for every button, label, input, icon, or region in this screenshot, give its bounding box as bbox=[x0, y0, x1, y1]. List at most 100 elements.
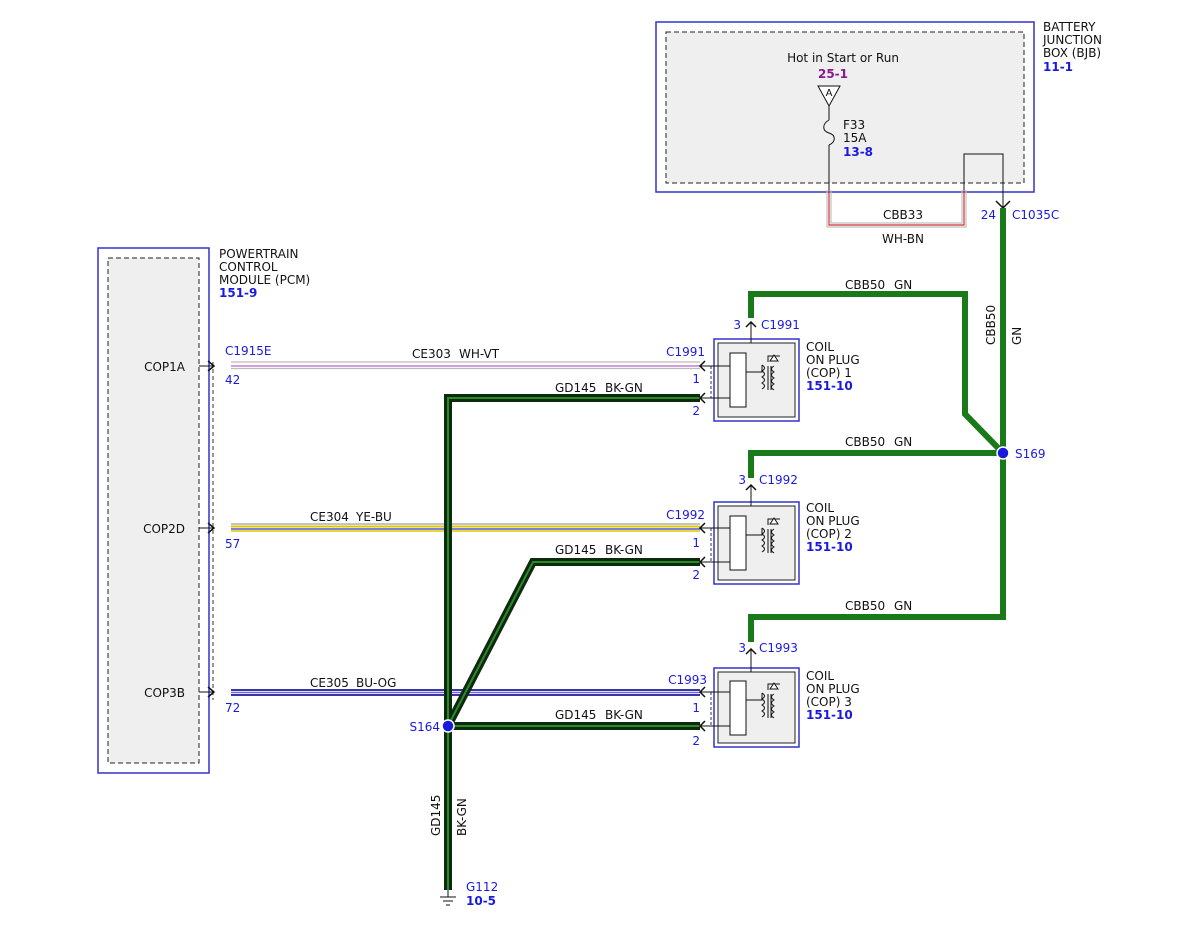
wire-cbb33: CBB33 WH-BN bbox=[826, 190, 967, 246]
cop2-name-line-2: ON PLUG bbox=[806, 514, 860, 528]
fuse-name: F33 bbox=[843, 118, 865, 132]
pcm-pin-number-1: 42 bbox=[225, 373, 240, 387]
bjb-name-line-2: JUNCTION bbox=[1042, 33, 1102, 47]
gd145-circuit-1: GD145 bbox=[555, 381, 596, 395]
cop2-connector-side: C1992 bbox=[666, 508, 705, 522]
bjb-internal-link bbox=[963, 153, 1004, 207]
cop2-pin-signal: 1 bbox=[692, 536, 700, 550]
pcm-pin-number-2: 57 bbox=[225, 537, 240, 551]
ground-g112: G112 10-5 bbox=[440, 880, 498, 908]
cop3-name-line-3: (COP) 3 bbox=[806, 695, 852, 709]
splice-s164-label: S164 bbox=[409, 720, 440, 734]
cbb50-color-vertical: GN bbox=[1010, 327, 1024, 345]
gd145-color-2: BK-GN bbox=[605, 543, 643, 557]
ce305-color: BU-OG bbox=[356, 676, 396, 690]
cop3-connector-top: C1993 bbox=[759, 641, 798, 655]
cbb50-circuit-vertical: CBB50 bbox=[984, 305, 998, 345]
cop1-name-line-2: ON PLUG bbox=[806, 353, 860, 367]
cop2-name-line-3: (COP) 2 bbox=[806, 527, 852, 541]
cop2-connector-top: C1992 bbox=[759, 473, 798, 487]
ground-name: G112 bbox=[466, 880, 498, 894]
gd145-circuit-3: GD145 bbox=[555, 708, 596, 722]
cop2-driver-icon bbox=[729, 515, 747, 571]
cop2-pin-power: 3 bbox=[738, 473, 746, 487]
cop3-pin-power: 3 bbox=[738, 641, 746, 655]
fuse-rating: 15A bbox=[843, 131, 867, 145]
cop1-driver-icon bbox=[729, 352, 747, 408]
ce303-color: WH-VT bbox=[459, 347, 500, 361]
gd145-circuit-2: GD145 bbox=[555, 543, 596, 557]
cop2-diode-icon bbox=[769, 517, 779, 525]
cbb50-color-3: GN bbox=[894, 599, 912, 613]
pcm-pin-arrow-icon-1 bbox=[199, 360, 216, 372]
pcm-pin-arrow-icon-2 bbox=[199, 522, 216, 534]
cop3-pin-signal: 1 bbox=[692, 701, 700, 715]
cop1-connector-top: C1991 bbox=[761, 318, 800, 332]
cop1-pin-signal: 1 bbox=[692, 372, 700, 386]
coil-on-plug-2: 3 C1992 C1992 1 2 COIL ON PLUG (COP) 2 1… bbox=[666, 473, 860, 585]
cop1-pin-ground: 2 bbox=[692, 404, 700, 418]
splice-s164-dot-icon bbox=[441, 719, 455, 733]
coil-on-plug-1: 3 C1991 C1991 1 2 COIL ON PLUG (COP) 1 1… bbox=[666, 318, 860, 422]
pcm-pin-label-3: COP3B bbox=[144, 686, 185, 700]
cop1-name-line-1: COIL bbox=[806, 340, 834, 354]
bjb-name-line-1: BATTERY bbox=[1043, 20, 1096, 34]
cop3-diode-icon bbox=[769, 682, 779, 690]
pcm-name-line-2: CONTROL bbox=[219, 260, 278, 274]
cbb33-color: WH-BN bbox=[882, 232, 924, 246]
ground-symbol-icon bbox=[440, 890, 456, 906]
pcm-inner bbox=[107, 257, 200, 764]
bjb-feed-tag: A bbox=[826, 88, 833, 99]
wire-ce303: CE303 WH-VT bbox=[231, 347, 700, 370]
bjb-pin: 24 bbox=[981, 208, 996, 222]
fuse-icon bbox=[823, 119, 835, 146]
cbb50-color-2: GN bbox=[894, 435, 912, 449]
pcm-pin-arrow-icon-3 bbox=[199, 686, 216, 698]
cop2-ref: 151-10 bbox=[806, 540, 853, 554]
wire-gd145: GD145 BK-GN GD145 BK-GN GD145 BK-GN GD14… bbox=[429, 381, 700, 890]
cbb33-circuit: CBB33 bbox=[883, 208, 923, 222]
cop2-pin-ground: 2 bbox=[692, 568, 700, 582]
pcm-ref: 151-9 bbox=[219, 286, 257, 300]
pcm-pin-label-1: COP1A bbox=[144, 360, 186, 374]
cop3-ref: 151-10 bbox=[806, 708, 853, 722]
fuse-ref: 13-8 bbox=[843, 145, 873, 159]
ce303-circuit: CE303 bbox=[412, 347, 451, 361]
battery-junction-box: BATTERY JUNCTION BOX (BJB) 11-1 Hot in S… bbox=[655, 20, 1102, 222]
bjb-connector: C1035C bbox=[1012, 208, 1059, 222]
wire-cbb50: CBB50 GN CBB50 GN CBB50 GN CBB50 GN bbox=[748, 208, 1024, 642]
splice-s164: S164 bbox=[409, 719, 455, 734]
cbb50-color-1: GN bbox=[894, 278, 912, 292]
bjb-ref: 11-1 bbox=[1043, 60, 1073, 74]
gd145-color-3: BK-GN bbox=[605, 708, 643, 722]
cop2-name-line-1: COIL bbox=[806, 501, 834, 515]
ground-ref: 10-5 bbox=[466, 894, 496, 908]
wire-ce304: CE304 YE-BU bbox=[231, 510, 700, 532]
splice-s169: S169 bbox=[996, 446, 1046, 461]
gd145-circuit-vertical: GD145 bbox=[429, 795, 443, 836]
pcm-pin-label-2: COP2D bbox=[143, 522, 185, 536]
bjb-name-line-3: BOX (BJB) bbox=[1043, 46, 1101, 60]
cbb50-circuit-2: CBB50 bbox=[845, 435, 885, 449]
bjb-feed-label: Hot in Start or Run bbox=[787, 51, 899, 65]
coil-on-plug-3: 3 C1993 C1993 1 2 COIL ON PLUG (COP) 3 1… bbox=[668, 641, 860, 748]
pcm-pin-number-3: 72 bbox=[225, 701, 240, 715]
pcm-name-line-1: POWERTRAIN bbox=[219, 247, 299, 261]
ce304-color: YE-BU bbox=[355, 510, 392, 524]
pcm-name-line-3: MODULE (PCM) bbox=[219, 273, 310, 287]
cop3-coil-icon bbox=[761, 692, 765, 718]
bjb-feed-ref: 25-1 bbox=[818, 67, 848, 81]
ce304-circuit: CE304 bbox=[310, 510, 349, 524]
pcm-connector: C1915E bbox=[225, 344, 272, 358]
cop1-coil-icon bbox=[761, 364, 765, 390]
cop1-diode-icon bbox=[769, 354, 779, 362]
cop2-coil-icon bbox=[761, 527, 765, 553]
gd145-color-vertical: BK-GN bbox=[455, 798, 469, 836]
powertrain-control-module: POWERTRAIN CONTROL MODULE (PCM) 151-9 C1… bbox=[97, 247, 310, 774]
gd145-color-1: BK-GN bbox=[605, 381, 643, 395]
cop1-name-line-3: (COP) 1 bbox=[806, 366, 852, 380]
ce305-circuit: CE305 bbox=[310, 676, 349, 690]
cop3-pin-ground: 2 bbox=[692, 734, 700, 748]
cop1-connector-side: C1991 bbox=[666, 345, 705, 359]
